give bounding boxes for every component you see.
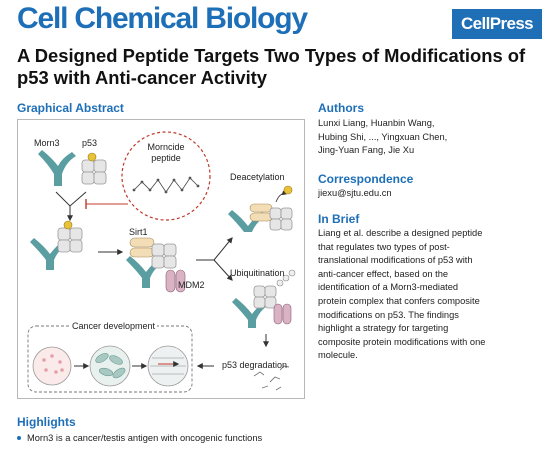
authors-heading: Authors — [318, 101, 364, 115]
in-brief-line: highlight a strategy for targeting — [318, 323, 449, 334]
label-morncide: Morncide peptide — [142, 142, 190, 164]
label-morncide-line1: Morncide — [147, 142, 185, 152]
label-sirt1: Sirt1 — [129, 227, 148, 237]
in-brief-line: translational modifications of p53 with — [318, 255, 473, 266]
authors-line: Hubing Shi, ..., Yingxuan Chen, — [318, 131, 448, 142]
authors-list: Lunxi Liang, Huanbin Wang, Hubing Shi, .… — [318, 117, 447, 158]
authors-line: Jing-Yuan Fang, Jie Xu — [318, 145, 415, 156]
label-mdm2: MDM2 — [178, 280, 205, 290]
label-ubiquitination: Ubiquitination — [230, 268, 285, 278]
label-morn3: Morn3 — [34, 138, 60, 148]
morn3-protein-top — [38, 150, 76, 186]
graphical-abstract-illustration — [27, 131, 296, 393]
morn3-p53-complex — [30, 220, 83, 270]
in-brief-line: that regulates two types of post- — [318, 241, 450, 252]
correspondence-heading: Correspondence — [318, 172, 414, 186]
ubiquitination-complex — [232, 269, 296, 328]
correspondence-email[interactable]: jiexu@sjtu.edu.cn — [318, 188, 392, 198]
morncide-circle — [121, 131, 211, 221]
p53-protein-top — [81, 152, 107, 185]
label-p53: p53 — [82, 138, 98, 148]
graphical-abstract-figure: Morn3 p53 Morncide peptide Sirt1 MDM2 De… — [17, 119, 305, 399]
in-brief-line: anti-cancer effect, based on the — [318, 268, 449, 279]
authors-line: Lunxi Liang, Huanbin Wang, — [318, 118, 435, 128]
paper-title: A Designed Peptide Targets Two Types of … — [17, 45, 526, 88]
highlight-text: Morn3 is a cancer/testis antigen with on… — [27, 433, 263, 443]
degradation-fragments — [253, 365, 290, 391]
in-brief-line: identification of a Morn3-mediated — [318, 282, 459, 293]
highlight-item: Morn3 is a cancer/testis antigen with on… — [17, 432, 262, 444]
in-brief-line: molecule. — [318, 350, 358, 361]
label-p53-degradation: p53 degradation — [222, 360, 288, 370]
in-brief-heading: In Brief — [318, 212, 360, 226]
bullet-icon — [17, 435, 21, 440]
cellpress-logo: CellPress — [452, 9, 542, 39]
graphical-abstract-heading: Graphical Abstract — [17, 101, 124, 115]
in-brief-line: modifications on p53. The findings — [318, 309, 459, 320]
in-brief-line: composite protein modifications with one — [318, 336, 486, 347]
deacetylation-complex — [228, 185, 293, 232]
highlights-heading: Highlights — [17, 415, 76, 429]
in-brief-line: protein complex that confers composite — [318, 295, 480, 306]
label-deacetylation: Deacetylation — [230, 172, 285, 182]
journal-name: Cell Chemical Biology — [17, 2, 308, 35]
label-morncide-line2: peptide — [151, 153, 181, 163]
label-cancer-development: Cancer development — [70, 321, 158, 332]
in-brief-text: Liang et al. describe a designed peptide… — [318, 227, 485, 363]
in-brief-line: Liang et al. describe a designed peptide — [318, 228, 483, 238]
cancer-development-box — [27, 325, 193, 393]
sirt1-mdm2-complex — [126, 237, 186, 293]
